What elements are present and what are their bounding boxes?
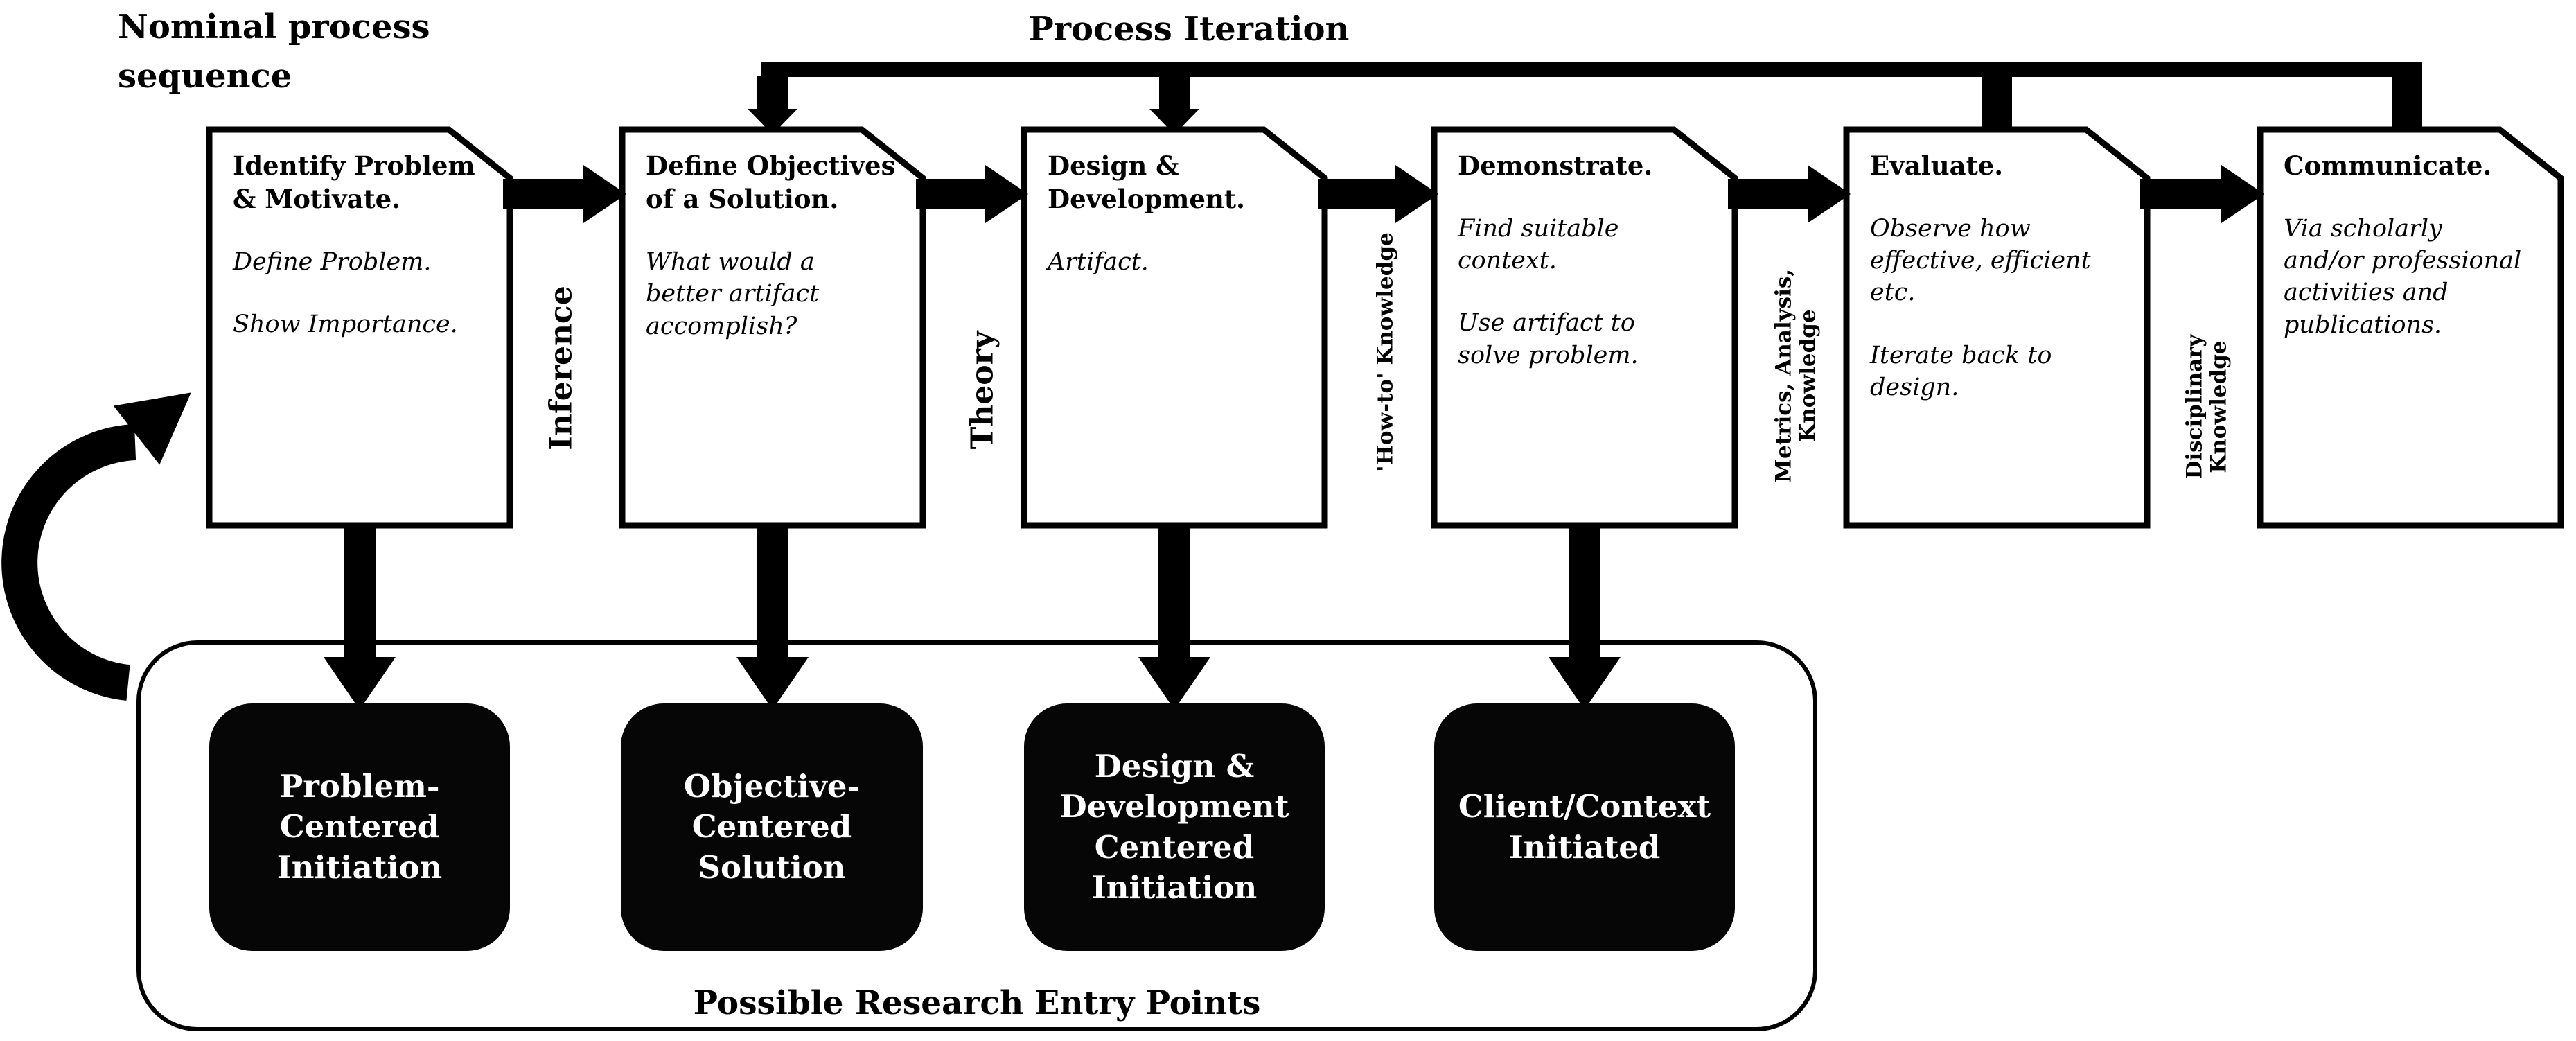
flow-arrow-design-demonstrate	[1318, 165, 1438, 223]
entry-box-objective-centered: Objective- Centered Solution	[621, 703, 923, 951]
process-box-shapes	[206, 126, 2564, 529]
process-box-notes: Find suitable context. Use artifact to s…	[1458, 213, 1702, 371]
process-box-title: Design & Development.	[1048, 150, 1245, 215]
entry-drop-2-shaft	[757, 523, 788, 660]
iteration-bar-line	[761, 62, 2422, 77]
flow-arrow-identify-objectives	[503, 165, 626, 223]
process-box-shape-demonstrate	[1431, 126, 1738, 529]
loop-back-arrowhead-icon	[113, 392, 191, 465]
flow-label-inference: Inference	[543, 286, 579, 450]
flow-label-how-to-knowledge: 'How-to' Knowledge	[1373, 232, 1398, 472]
iteration-connector-evaluate	[1982, 76, 2012, 134]
entry-drop-2-arrowhead-icon	[736, 657, 809, 710]
process-box-notes: Define Problem. Show Importance.	[233, 246, 477, 340]
entry-box-design-centered: Design & Development Centered Initiation	[1024, 703, 1325, 951]
entry-drop-1-arrowhead-icon	[324, 657, 396, 710]
entry-drop-4-arrowhead-icon	[1549, 657, 1621, 710]
entry-drop-arrows	[324, 523, 1621, 710]
iteration-drop-design-arrowhead-icon	[1149, 109, 1199, 134]
loop-back-arrow	[1, 392, 191, 701]
loop-back-arrow-arc	[1, 424, 136, 701]
flow-label-theory: Theory	[964, 331, 1000, 450]
process-box-notes: Artifact.	[1048, 246, 1291, 278]
process-box-note: Via scholarly and/or professional activi…	[2284, 215, 2522, 339]
process-box-shape-identify	[206, 126, 513, 529]
flow-arrow-demonstrate-evaluate	[1728, 165, 1851, 223]
flow-arrows	[503, 165, 2264, 223]
entry-points-caption: Possible Research Entry Points	[693, 984, 1261, 1022]
iteration-drop-objectives-arrowhead-icon	[748, 109, 797, 134]
process-box-note: Define Problem.	[233, 248, 432, 277]
iteration-drop-design-shaft	[1159, 76, 1190, 110]
process-box-communicate: Communicate. Via scholarly and/or profes…	[2284, 149, 2552, 341]
entry-box-label: Client/Context Initiated	[1458, 788, 1711, 866]
process-box-title: Identify Problem & Motivate.	[233, 150, 475, 215]
process-box-shape-objectives	[619, 126, 926, 529]
process-box-note: Use artifact to solve problem.	[1458, 309, 1639, 369]
process-box-notes: What would a better artifact accomplish?	[646, 246, 890, 342]
entry-drop-3-arrowhead-icon	[1138, 657, 1210, 710]
process-box-evaluate: Evaluate. Observe how effective, efficie…	[1870, 149, 2139, 403]
entry-points-container-shape	[136, 640, 1817, 1031]
iteration-title: Process Iteration	[1028, 10, 1350, 49]
process-box-note: What would a better artifact accomplish?	[646, 248, 820, 340]
process-box-title: Communicate.	[2284, 150, 2492, 181]
process-box-note: Artifact.	[1048, 248, 1149, 277]
process-box-title: Define Objectives of a Solution.	[646, 150, 896, 215]
flow-label-metrics-analysis-knowledge: Metrics, Analysis, Knowledge	[1771, 268, 1820, 483]
process-box-identify: Identify Problem & Motivate. Define Prob…	[233, 149, 502, 341]
entry-drop-3-shaft	[1158, 523, 1190, 660]
sequence-title: Nominal process sequence	[118, 8, 430, 96]
process-box-shape-communicate	[2257, 126, 2564, 529]
process-box-title: Evaluate.	[1870, 150, 2004, 181]
process-box-shape-evaluate	[1843, 126, 2151, 529]
process-box-note: Find suitable context.	[1458, 215, 1619, 275]
process-box-notes: Observe how effective, efficient etc. It…	[1870, 213, 2114, 403]
iteration-connector-communicate	[2392, 76, 2422, 134]
process-box-title: Demonstrate.	[1458, 150, 1653, 181]
entry-box-client-context: Client/Context Initiated	[1434, 703, 1735, 951]
process-box-notes: Via scholarly and/or professional activi…	[2284, 213, 2528, 341]
process-box-demonstrate: Demonstrate. Find suitable context. Use …	[1458, 149, 1727, 371]
process-box-note: Show Importance.	[233, 310, 458, 339]
process-box-note: Observe how effective, efficient etc.	[1870, 215, 2091, 307]
entry-box-label: Objective- Centered Solution	[683, 767, 861, 886]
entry-box-label: Design & Development Centered Initiation	[1059, 747, 1289, 907]
flow-arrow-objectives-design	[916, 165, 1028, 223]
flow-arrow-evaluate-communicate	[2140, 165, 2264, 223]
process-box-note: Iterate back to design.	[1870, 341, 2052, 401]
process-iteration-bar	[748, 62, 2422, 134]
entry-box-problem-centered: Problem- Centered Initiation	[209, 703, 510, 951]
iteration-drop-objectives-shaft	[757, 76, 788, 110]
entry-box-label: Problem- Centered Initiation	[276, 767, 443, 886]
process-box-design: Design & Development. Artifact.	[1048, 149, 1316, 278]
flow-label-disciplinary-knowledge: Disciplinary Knowledge	[2182, 334, 2231, 480]
process-box-objectives: Define Objectives of a Solution. What wo…	[646, 149, 915, 342]
entry-drop-4-shaft	[1569, 523, 1600, 660]
entry-drop-1-shaft	[344, 523, 376, 660]
process-box-shape-design	[1021, 126, 1328, 529]
